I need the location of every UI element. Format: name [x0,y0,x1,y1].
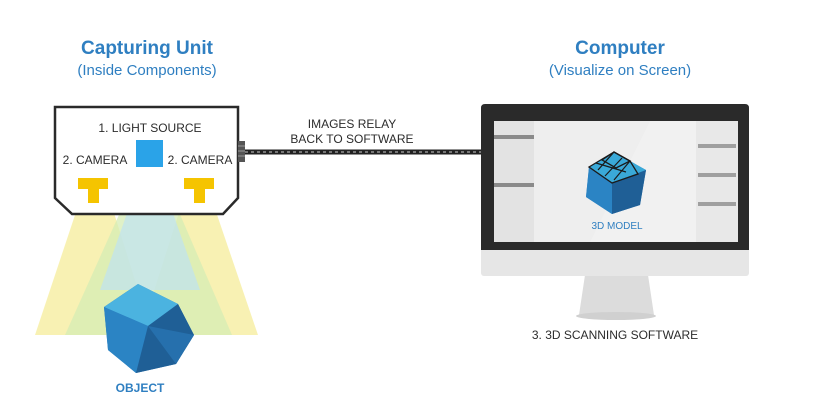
monitor-stand-neck [579,275,654,315]
relay-label-line2: BACK TO SOFTWARE [290,132,414,146]
camera-left-label: 2. CAMERA [62,153,128,167]
screen-3d-model-icon [586,151,646,214]
camera-left-icon [78,178,108,203]
light-source-inner-beam [100,168,200,290]
relay-label-line1: IMAGES RELAY [307,117,397,131]
capturing-unit-subtitle: (Inside Components) [77,62,217,79]
screen-left-panel [494,121,534,242]
screen-3d-model-label: 3D MODEL [591,221,643,232]
computer-title: Computer [575,38,665,59]
screen-glare [590,121,738,242]
screen-right-panel [696,121,738,242]
monitor [481,104,749,320]
light-source-icon [136,140,163,167]
capturing-unit [53,105,245,216]
object-icon [104,284,194,373]
object-label: OBJECT [115,381,165,395]
capturing-unit-title: Capturing Unit [81,38,213,59]
light-source-label: 1. LIGHT SOURCE [98,121,202,135]
camera-right-label: 2. CAMERA [167,153,233,167]
software-label: 3. 3D SCANNING SOFTWARE [531,328,699,342]
monitor-stand-base [576,312,656,320]
camera-right-icon [184,178,214,203]
computer-subtitle: (Visualize on Screen) [548,62,692,79]
